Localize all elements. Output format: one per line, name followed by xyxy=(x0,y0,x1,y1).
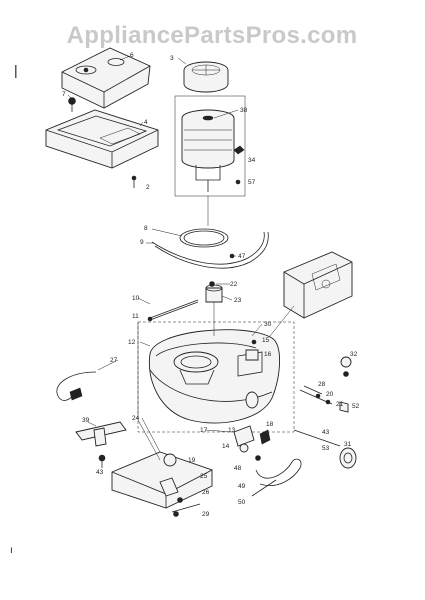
top-cover-part xyxy=(61,47,151,109)
callout-label: 18 xyxy=(266,421,274,428)
callout-labels: 6 7 4 2 3 38 34 57 8 9 47 22 23 10 11 30… xyxy=(62,52,360,518)
handle-part xyxy=(251,455,302,497)
callout-label: 53 xyxy=(322,445,330,452)
callout-label: 21 xyxy=(336,401,344,408)
callout-label: 14 xyxy=(222,443,230,450)
brush-part xyxy=(233,145,245,185)
callout-leaders xyxy=(67,55,263,453)
callout-label: 29 xyxy=(202,511,210,518)
callout-label: 34 xyxy=(248,157,256,164)
rod-part xyxy=(147,299,199,322)
callout-label: 52 xyxy=(352,403,360,410)
callout-label: 30 xyxy=(264,321,272,328)
callout-label: 15 xyxy=(262,337,270,344)
callout-label: 32 xyxy=(350,351,358,358)
base-plate-part xyxy=(111,451,213,517)
callout-label: 49 xyxy=(238,483,246,490)
callout-label: 9 xyxy=(140,239,144,246)
callout-label: 3 xyxy=(170,55,174,62)
callout-label: 10 xyxy=(132,295,140,302)
callout-label: 7 xyxy=(62,91,66,98)
callout-label: 8 xyxy=(144,225,148,232)
callout-label: 16 xyxy=(264,351,272,358)
callout-label: 28 xyxy=(318,381,326,388)
callout-label: 47 xyxy=(238,253,246,260)
callout-label: 6 xyxy=(130,52,134,59)
filter-part xyxy=(183,61,229,93)
corner-mark: | xyxy=(14,62,18,78)
callout-label: 17 xyxy=(200,427,208,434)
callout-label: 43 xyxy=(96,469,104,476)
knob-part xyxy=(340,356,352,377)
housing-part xyxy=(148,329,281,424)
callout-label: 4 xyxy=(144,119,148,126)
callout-label: 11 xyxy=(132,313,139,320)
callout-label: 26 xyxy=(202,489,210,496)
callout-label: 20 xyxy=(326,391,334,398)
power-cord-part xyxy=(56,371,97,401)
callout-label: 25 xyxy=(200,473,208,480)
callout-label: 50 xyxy=(238,499,246,506)
callout-label: 23 xyxy=(234,297,242,304)
lid-tray-part xyxy=(45,109,159,188)
callout-label: 22 xyxy=(230,281,238,288)
callout-label: 24 xyxy=(132,415,140,422)
callout-label: 38 xyxy=(240,107,248,114)
switch-part xyxy=(205,281,223,303)
screw-part xyxy=(68,97,76,112)
gasket-ring-part xyxy=(179,228,229,248)
callout-label: 27 xyxy=(110,357,118,364)
cord-part xyxy=(151,231,269,269)
wheel-assembly-part xyxy=(233,425,271,453)
callout-label: 39 xyxy=(82,417,90,424)
callout-label: 43 xyxy=(322,429,330,436)
bag-holder-part xyxy=(283,251,353,319)
watermark: AppliancePartsPros.com xyxy=(67,22,358,49)
bottom-mark: ı xyxy=(10,545,13,556)
callout-label: 57 xyxy=(248,179,256,186)
contact-spring-part xyxy=(299,385,349,413)
callout-label: 31 xyxy=(344,441,352,448)
bracket-part xyxy=(75,421,127,447)
axle-wheel-part xyxy=(293,429,357,469)
callout-label: 13 xyxy=(228,427,236,434)
callout-label: 12 xyxy=(128,339,136,346)
callout-label: 48 xyxy=(234,465,242,472)
callout-label: 2 xyxy=(146,184,150,191)
callout-label: 19 xyxy=(188,457,196,464)
motor-part xyxy=(181,109,235,192)
